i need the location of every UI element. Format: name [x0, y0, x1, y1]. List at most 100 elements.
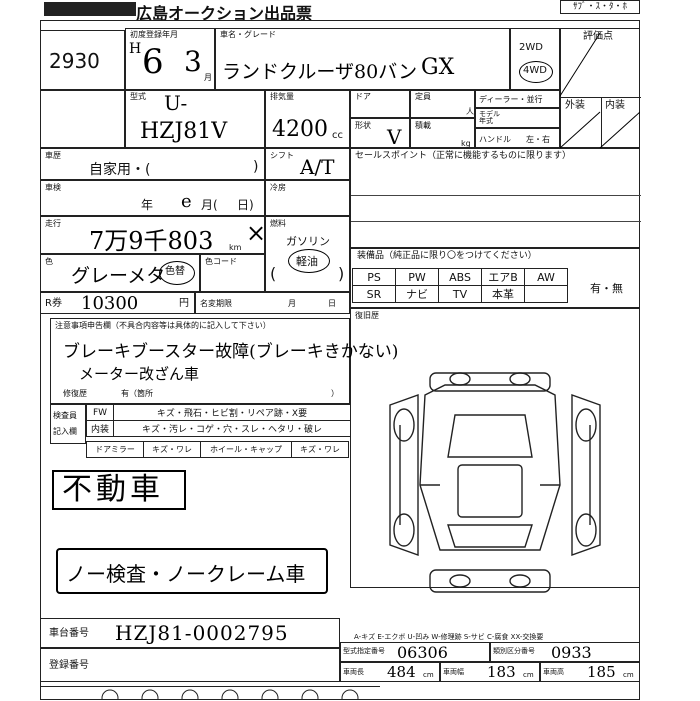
notes-repair-label: 修復歴 [63, 389, 87, 398]
car-damage-diagram [389, 372, 601, 593]
usage-label: 車歴 [45, 151, 61, 160]
fuel-value: ガソリン [286, 235, 330, 248]
shift-value: A/T [300, 155, 335, 179]
height-unit: cm [623, 671, 634, 679]
header-corner-tags: ｻﾌﾞ・ｽ・ﾀ・ﾎ [560, 0, 640, 14]
left-blank-cell [40, 90, 125, 148]
name-change-day: 日 [328, 299, 336, 308]
inspection-label: 車検 [45, 183, 61, 192]
inspection-cell: 車検 年 e 月( 日) [40, 180, 265, 216]
recycle-value: 10300 [81, 293, 139, 314]
load-unit: kg [461, 139, 471, 148]
vehicle-name-label: 車名・グレード [220, 30, 276, 39]
color-code-paren-close: ) [338, 264, 345, 283]
cert-2-cell: 類別区分番号 0933 [490, 642, 640, 662]
restore-label: 復旧歴 [355, 311, 379, 320]
mileage-cell: 走行 7万9千803 km × [40, 216, 267, 255]
fuel-cell: 燃料 ガソリン 軽油 [265, 216, 350, 292]
height-label: 車両高 [543, 668, 564, 676]
mileage-value: 7万9千803 [89, 227, 214, 255]
color-code-label: 色コード [205, 257, 237, 266]
steering-cell: ハンドル 左・右 [475, 128, 560, 148]
first-registration-era: H [129, 41, 142, 57]
inspector-label-1: 検査員 [53, 411, 77, 420]
inspector-mirror-text: キズ・ワレ [143, 441, 201, 458]
dealer-label: ディーラー・並行 [479, 95, 543, 104]
shift-cell: シフト A/T [265, 148, 350, 180]
equip-blank [524, 285, 568, 303]
evaluation-slashes [560, 32, 640, 148]
color-code-cell: 色コード [200, 254, 265, 292]
load-label: 積載 [415, 121, 431, 130]
displacement-cell: 排気量 4200 cc [265, 90, 350, 148]
inspector-interior-text: キズ・汚レ・コゲ・穴・スレ・ヘタリ・破レ [113, 420, 351, 437]
usage-close: ) [253, 159, 259, 175]
notes-label: 注意事項申告欄（不具合内容等は具体的に記入して下さい） [55, 321, 271, 330]
length-unit: cm [423, 671, 434, 679]
first-registration-month-unit: 月 [204, 73, 212, 82]
restore-cell: 復旧歴 [350, 308, 640, 588]
evaluation-interior-label: 内装 [605, 100, 625, 111]
color-cell: 色 グレーメタ 色替 [40, 254, 200, 292]
color-change-circle [159, 261, 195, 285]
not-running-text: 不動車 [62, 472, 164, 507]
doors-label: ドア [355, 92, 371, 101]
evaluation-split-line [601, 97, 602, 149]
color-label: 色 [45, 257, 53, 266]
body-type-value: V [387, 125, 402, 149]
first-registration-cell: 初度登録年月 H 6 3 月 [125, 28, 215, 90]
ac-label: 冷房 [270, 183, 286, 192]
capacity-unit: 人 [466, 107, 474, 116]
cert-1-value: 06306 [397, 643, 448, 662]
header-title: 広島オークション出品票 [136, 4, 313, 23]
sales-point-line-1 [351, 195, 641, 196]
color-change-label: 色替 [165, 266, 185, 277]
equip-ps: PS [352, 268, 396, 286]
steering-label: ハンドル [479, 135, 511, 144]
shift-label: シフト [270, 151, 294, 160]
ac-cell: 冷房 [265, 180, 350, 216]
capacity-cell: 定員 人 [410, 90, 475, 118]
equipment-cell: 装備品（純正品に限り〇をつけてください） [350, 248, 640, 308]
equip-navi: ナビ [395, 285, 439, 303]
equip-abs: ABS [438, 268, 482, 286]
inspector-wheel-tag: ホイール・キャップ [200, 441, 292, 458]
usage-value: 自家用・( [89, 162, 151, 178]
length-label: 車両長 [343, 668, 364, 676]
body-type-label: 形状 [355, 121, 371, 130]
equipment-nav-options: 有・無 [590, 282, 623, 295]
steering-options: 左・右 [526, 135, 550, 144]
equip-sr: SR [352, 285, 396, 303]
lot-number-cell: 2930 [40, 30, 125, 90]
model-year-label: モデル年式 [479, 110, 500, 125]
drive-4wd-circle [519, 61, 553, 83]
inspector-label-2: 記入欄 [53, 427, 77, 436]
drive-cell: 2WD 4WD [510, 28, 560, 90]
header-bar: 広島オークション出品票 [40, 0, 340, 23]
width-cell: 車両幅 183 cm [440, 662, 540, 682]
model-year-cell: モデル年式 [475, 108, 560, 128]
vehicle-grade-value: GX [421, 55, 455, 80]
body-type-cell: 形状 V [350, 118, 410, 149]
color-value: グレーメタ [71, 265, 166, 287]
dealer-cell: ディーラー・並行 [475, 90, 560, 108]
evaluation-exterior-label: 外装 [565, 100, 585, 111]
usage-cell: 車歴 自家用・( ) [40, 148, 265, 180]
sales-point-cell: セールスポイント（正常に機能するものに限ります） [350, 148, 641, 248]
model-cell: 型式 U- HZJ81V [125, 90, 265, 148]
inspector-wheel-text: キズ・ワレ [291, 441, 349, 458]
first-registration-month: 3 [184, 45, 202, 78]
inspector-fw-text: キズ・飛石・ヒビ割・リペア跡・X要 [113, 404, 351, 421]
mileage-mark: × [246, 219, 267, 247]
cert-2-value: 0933 [551, 643, 592, 662]
inspector-fw-tag: FW [86, 404, 114, 421]
drive-2wd: 2WD [519, 42, 543, 53]
registration-cell: 登録番号 [40, 648, 340, 682]
vehicle-name-value: ランドクルーザ80バン [222, 61, 418, 83]
inspector-table: FW キズ・飛石・ヒビ割・リペア跡・X要 内装 キズ・汚レ・コゲ・穴・スレ・ヘタ… [86, 404, 351, 437]
model-code: HZJ81V [140, 119, 228, 144]
name-change-month: 月 [288, 299, 296, 308]
not-running-stamp: 不動車 [52, 470, 186, 510]
inspection-month-value: e [181, 191, 192, 212]
equip-tv: TV [438, 285, 482, 303]
